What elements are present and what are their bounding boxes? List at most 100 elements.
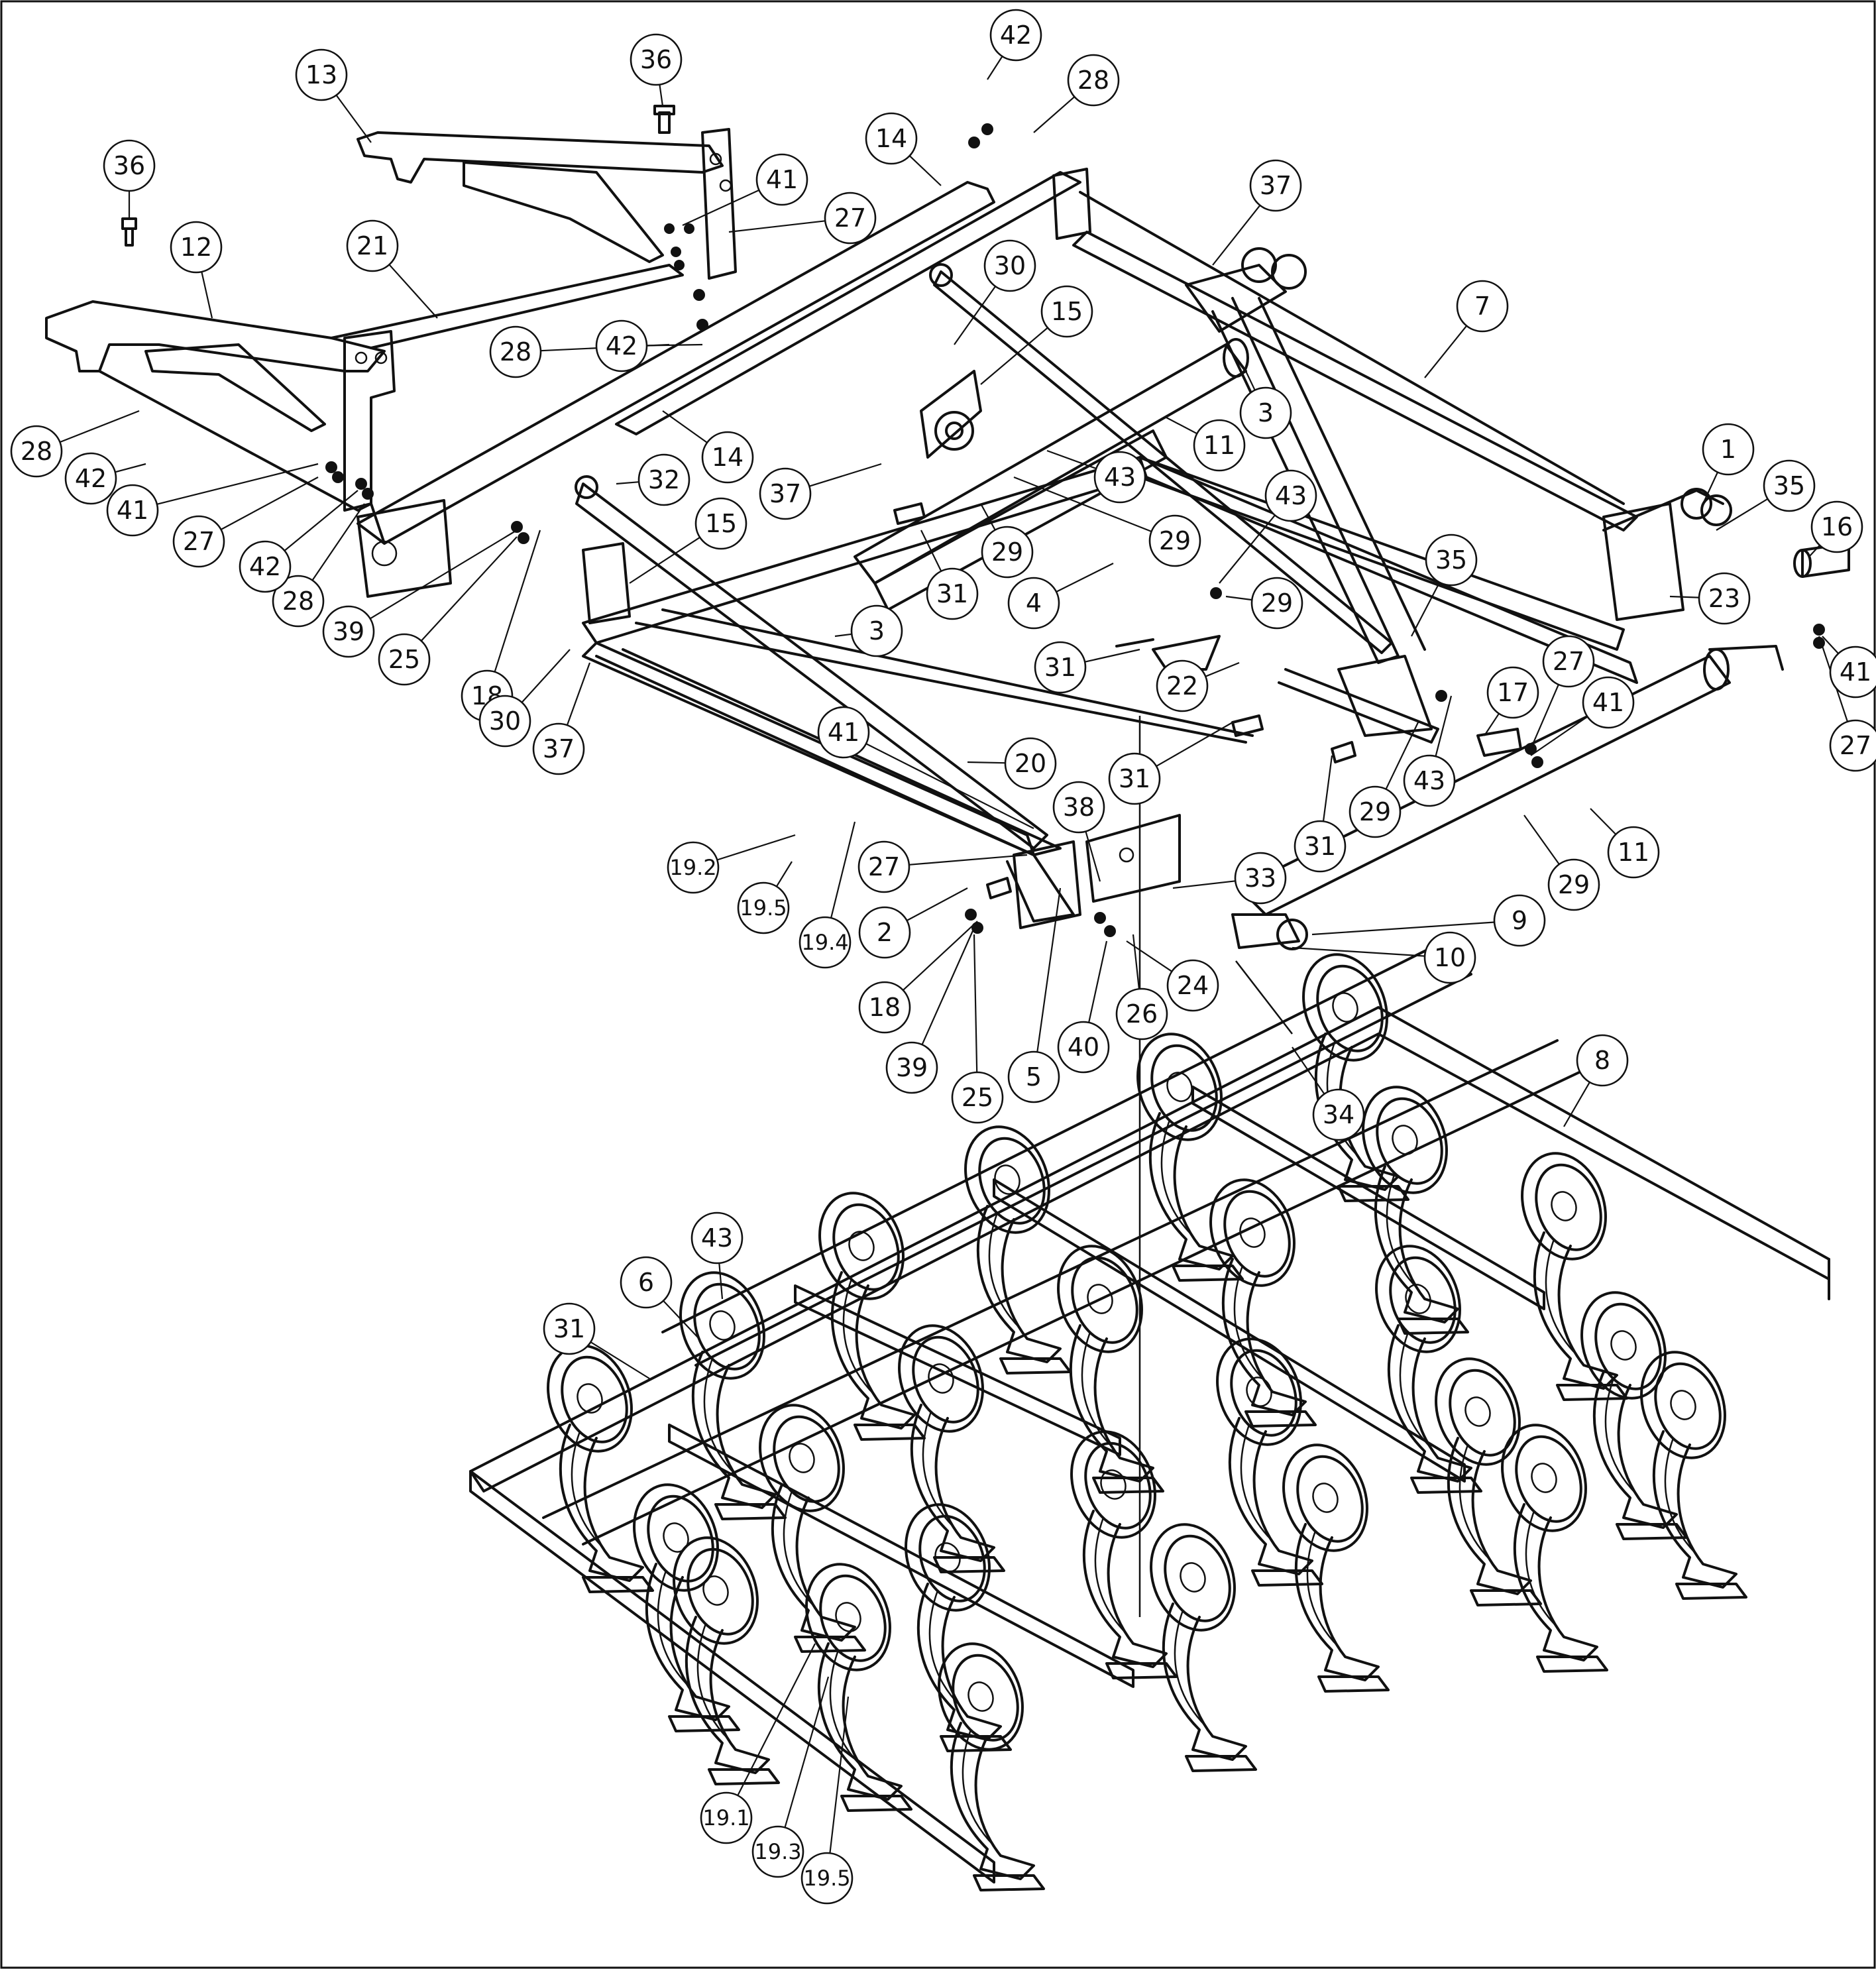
callout-leader: [1205, 661, 1240, 677]
callout-leader: [156, 463, 319, 505]
callout-label: 43: [701, 1223, 733, 1253]
callout-bubble: [858, 906, 911, 959]
disc-tine-unit: [1070, 1430, 1178, 1679]
callout-label: 4: [1026, 589, 1042, 618]
callout-leader: [662, 410, 708, 443]
callout-label: 19.2: [669, 855, 716, 880]
callout-bubble: [1763, 459, 1816, 512]
callout-label: 3: [869, 616, 885, 646]
callout-leader: [1225, 595, 1252, 601]
callout-label: 2: [877, 918, 893, 947]
callout-label: 35: [1773, 471, 1805, 500]
callout-41: 41: [682, 153, 808, 226]
callout-bubble: [532, 722, 585, 775]
callout-17: 17: [1484, 666, 1539, 736]
callout-label: 34: [1323, 1100, 1354, 1129]
callout-bubble: [1423, 931, 1476, 984]
callout-bubble: [170, 221, 223, 274]
callout-26: 26: [1115, 934, 1168, 1041]
callout-bubble: [1148, 514, 1201, 567]
callout-label: 7: [1474, 292, 1490, 321]
disc-tine-unit: [938, 1642, 1045, 1891]
callout-leader: [829, 1696, 850, 1854]
callout-label: 42: [606, 331, 637, 361]
callout-bubble: [983, 239, 1036, 292]
callout-bubble: [172, 515, 225, 568]
callout-bubble: [1810, 500, 1863, 553]
callout-42: 42: [595, 319, 703, 372]
callout-label: 31: [1044, 653, 1076, 682]
callout-label: 6: [638, 1268, 654, 1297]
callout-bubble: [1093, 451, 1146, 504]
callout-leader: [1590, 808, 1617, 835]
callout-bubble: [1166, 959, 1219, 1012]
callout-4: 4: [1007, 563, 1114, 630]
callout-label: 36: [640, 45, 672, 74]
callout-bubble: [1542, 635, 1595, 688]
callout-leader: [566, 662, 591, 726]
disc-tine-unit: [905, 1503, 1012, 1752]
disc-tine-unit: [759, 1404, 866, 1653]
callout-39: 39: [322, 530, 518, 658]
callout-leader: [1716, 498, 1769, 531]
callout-18: 18: [461, 530, 541, 722]
callout-label: 41: [828, 718, 859, 747]
callout-label: 27: [1840, 731, 1871, 760]
callout-bubble: [1576, 1034, 1629, 1087]
callout-bubble: [1007, 577, 1060, 630]
callout-label: 3: [1258, 398, 1274, 427]
callout-label: 8: [1594, 1046, 1610, 1075]
callout-leader: [1156, 722, 1233, 767]
callout-leader: [1033, 96, 1076, 133]
callout-bubble: [10, 425, 63, 478]
callout-bubble: [272, 575, 325, 628]
callout-leader: [1046, 449, 1097, 470]
callout-23: 23: [1669, 572, 1751, 625]
callout-bubble: [737, 881, 790, 934]
callout-bubble: [1698, 572, 1751, 625]
callout-42: 42: [987, 9, 1042, 80]
callout-leader: [1424, 325, 1468, 378]
callout-leader: [311, 503, 365, 581]
callout-label: 25: [962, 1083, 993, 1112]
callout-15: 15: [629, 497, 747, 584]
callout-3: 3: [834, 604, 903, 657]
callout-25: 25: [951, 934, 1004, 1124]
callout-19-3: 19.3: [751, 1676, 830, 1878]
callout-label: 25: [388, 645, 420, 674]
callout-label: 29: [1261, 589, 1293, 618]
disc-tine-unit: [818, 1192, 926, 1441]
callout-31: 31: [920, 530, 979, 620]
callout-bubble: [817, 706, 870, 759]
callout-19-4: 19.4: [799, 821, 856, 969]
callout-label: 9: [1512, 906, 1527, 935]
callout-leader: [1245, 370, 1256, 391]
callout-label: 12: [180, 233, 212, 262]
callout-leader: [1212, 205, 1261, 266]
cultivator-frame: [469, 940, 1830, 1884]
callout-label: 28: [500, 337, 531, 366]
callout-41: 41: [106, 463, 319, 537]
callout-31: 31: [1108, 722, 1233, 805]
callout-19-2: 19.2: [667, 834, 796, 894]
callout-bubble: [824, 192, 877, 245]
callout-43: 43: [1219, 469, 1317, 584]
callout-22: 22: [1156, 659, 1240, 712]
callout-label: 13: [305, 60, 337, 89]
callout-37: 37: [759, 463, 882, 520]
callout-leader: [1084, 648, 1140, 663]
callout-leader: [370, 530, 518, 620]
callout-label: 33: [1244, 864, 1276, 893]
disc-tine-unit: [1501, 1424, 1608, 1673]
callout-43: 43: [1403, 695, 1456, 807]
callout-bubble: [1702, 423, 1755, 476]
callout-41: 41: [1822, 636, 1876, 699]
callout-leader: [521, 649, 571, 703]
callout-leader: [616, 481, 639, 485]
callout-leader: [1085, 831, 1101, 882]
callout-43: 43: [690, 1211, 744, 1300]
callout-20: 20: [967, 737, 1057, 790]
callout-label: 41: [117, 496, 148, 525]
callout-leader: [987, 56, 1003, 80]
callout-bubble: [1403, 754, 1456, 807]
